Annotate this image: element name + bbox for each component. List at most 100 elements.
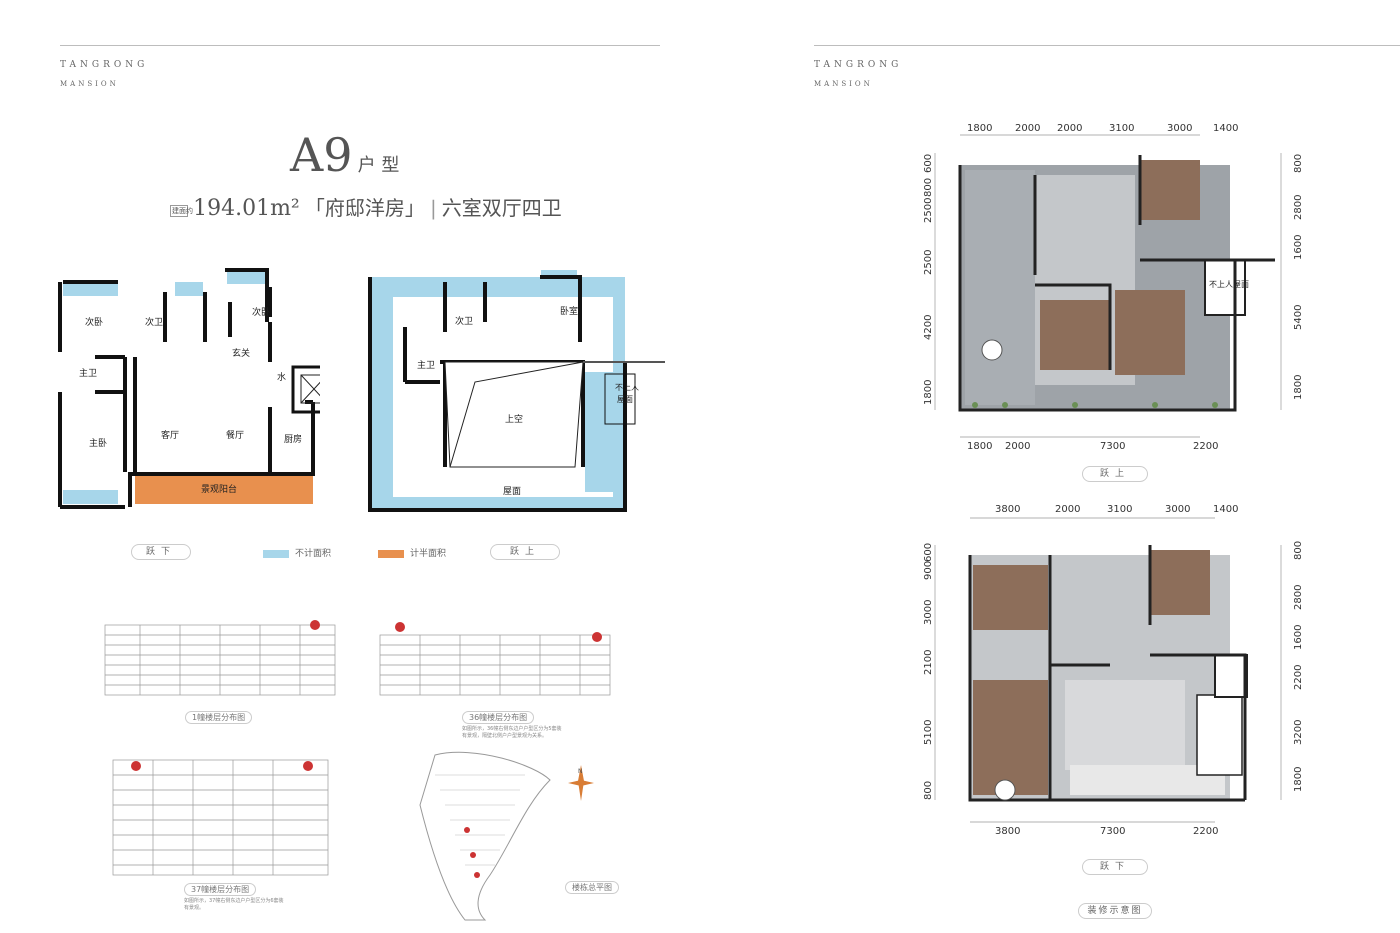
balcony-half-area: [135, 474, 313, 504]
svg-text:2200: 2200: [1293, 665, 1304, 690]
svg-text:800: 800: [1293, 541, 1304, 560]
svg-text:600: 600: [923, 543, 934, 562]
room-label: 主卧: [89, 437, 107, 449]
svg-text:2500: 2500: [923, 198, 934, 223]
svg-text:1600: 1600: [1293, 625, 1304, 650]
room-label: 不上人: [615, 383, 639, 392]
svg-text:3000: 3000: [1165, 504, 1190, 515]
room-label: 次卫: [455, 315, 473, 327]
building-37-note: 如图所示，37幢右侧东边户户型区分为6套装有景观。: [184, 898, 284, 911]
svg-text:1800: 1800: [1293, 375, 1304, 400]
svg-text:7300: 7300: [1100, 826, 1125, 837]
room-label: 主卫: [417, 359, 435, 371]
svg-text:1800: 1800: [1293, 767, 1304, 792]
svg-text:2800: 2800: [1293, 585, 1304, 610]
a9-marker: [310, 620, 320, 630]
svg-text:2200: 2200: [1193, 441, 1218, 452]
svg-text:2200: 2200: [1193, 826, 1218, 837]
top-divider-right: [814, 45, 1400, 46]
room-label: 玄关: [232, 347, 250, 359]
svg-text:3800: 3800: [995, 826, 1020, 837]
room-label: 景观阳台: [201, 483, 237, 495]
svg-text:800: 800: [923, 178, 934, 197]
svg-text:3100: 3100: [1107, 504, 1132, 515]
room-label: 上空: [505, 413, 523, 425]
building-37-label: 37幢楼层分布图: [184, 883, 257, 896]
svg-text:7300: 7300: [1100, 441, 1125, 452]
room-label: 卧室: [560, 305, 578, 317]
svg-text:5400: 5400: [1293, 305, 1304, 330]
brand-line1-right: TANGRONG: [814, 60, 903, 70]
room-label: 次卧: [85, 316, 103, 328]
room-label: 次卫: [145, 316, 163, 328]
building-36-note: 如图所示，36幢右侧东边户户型区分为5套装有景观，隔壁北侧户户型景观为关系。: [462, 726, 562, 739]
legend-swatch-orange: [378, 549, 404, 558]
legend-non-area: 不计面积: [263, 546, 331, 559]
unit-style: 「府邸洋房」: [304, 196, 425, 220]
unit-code: A9: [290, 128, 353, 182]
building-36-elevation: [379, 622, 611, 696]
svg-text:600: 600: [923, 154, 934, 173]
caption-right-lower: 跃下: [1082, 859, 1148, 875]
room-label: 水: [277, 371, 286, 383]
unit-subtitle: 建面约 194.01m² 「府邸洋房」 | 六室双厅四卫: [170, 196, 562, 221]
legend-swatch-blue: [263, 549, 289, 558]
compass-icon: N: [568, 765, 594, 801]
room-label: 客厅: [161, 429, 179, 441]
svg-text:1400: 1400: [1213, 504, 1238, 515]
caption-right-upper: 跃上: [1082, 466, 1148, 482]
svg-text:2000: 2000: [1057, 123, 1082, 134]
brand-line2: MANSION: [60, 80, 119, 88]
building-1-label: 1幢楼层分布图: [185, 711, 253, 724]
svg-text:1800: 1800: [967, 441, 992, 452]
svg-text:3200: 3200: [1293, 720, 1304, 745]
room-label: 主卫: [79, 367, 97, 379]
caption-lower: 跃下: [131, 544, 191, 560]
unit-area: 194.01m²: [193, 196, 300, 221]
room-label: 厨房: [284, 433, 302, 445]
svg-text:900: 900: [923, 561, 934, 580]
svg-text:1800: 1800: [923, 380, 934, 405]
svg-text:1400: 1400: [1213, 123, 1238, 134]
unit-title: A9 户 型: [290, 128, 399, 182]
site-plan-label: 楼栋总平图: [565, 881, 619, 894]
unit-suffix: 户 型: [357, 155, 400, 176]
svg-text:5100: 5100: [923, 720, 934, 745]
svg-text:3000: 3000: [1167, 123, 1192, 134]
svg-text:3000: 3000: [923, 600, 934, 625]
svg-text:800: 800: [1293, 154, 1304, 173]
room-label: 屋面: [503, 486, 521, 497]
room-label: 次卧: [252, 306, 270, 318]
balcony-non-area: [63, 282, 118, 296]
svg-text:1600: 1600: [1293, 235, 1304, 260]
site-plan: [419, 751, 551, 921]
brand-line2-right: MANSION: [814, 80, 873, 88]
svg-text:N: N: [578, 768, 583, 775]
unit-rooms: 六室双厅四卫: [441, 196, 562, 220]
svg-text:3800: 3800: [995, 504, 1020, 515]
upper-roof-label: 不上人屋面: [1209, 280, 1249, 289]
room-label: 屋面: [617, 395, 633, 404]
legend-half-area: 计半面积: [378, 546, 446, 559]
brand-right: TANGRONG MANSION: [814, 60, 902, 88]
caption-decoration: 装修示意图: [1078, 903, 1152, 919]
area-tag: 建面约: [170, 204, 193, 217]
svg-text:4200: 4200: [923, 315, 934, 340]
rendered-plan-upper: 1800 2000 2000 3100 3000 1400 1800 2000 …: [923, 123, 1304, 452]
svg-text:2000: 2000: [1005, 441, 1030, 452]
svg-text:3100: 3100: [1109, 123, 1134, 134]
svg-text:2000: 2000: [1015, 123, 1040, 134]
caption-upper: 跃上: [490, 544, 560, 560]
room-label: 餐厅: [226, 429, 244, 441]
rendered-plan-lower: 3800 2000 3100 3000 1400 3800 7300 2200 …: [923, 504, 1304, 837]
svg-text:2500: 2500: [923, 250, 934, 275]
svg-text:2000: 2000: [1055, 504, 1080, 515]
brand-left: TANGRONG MANSION: [60, 60, 148, 88]
floor-plan-lower: 次卧 次卫 次卧 玄关 主卫 水 主卧 客厅 餐厅 厨房 景观阳台: [55, 262, 320, 512]
building-1-elevation: [104, 620, 336, 696]
building-36-label: 36幢楼层分布图: [462, 711, 535, 724]
top-divider-left: [60, 45, 660, 46]
brand-line1: TANGRONG: [60, 60, 149, 70]
building-37-elevation: [112, 759, 329, 876]
svg-text:2100: 2100: [923, 650, 934, 675]
